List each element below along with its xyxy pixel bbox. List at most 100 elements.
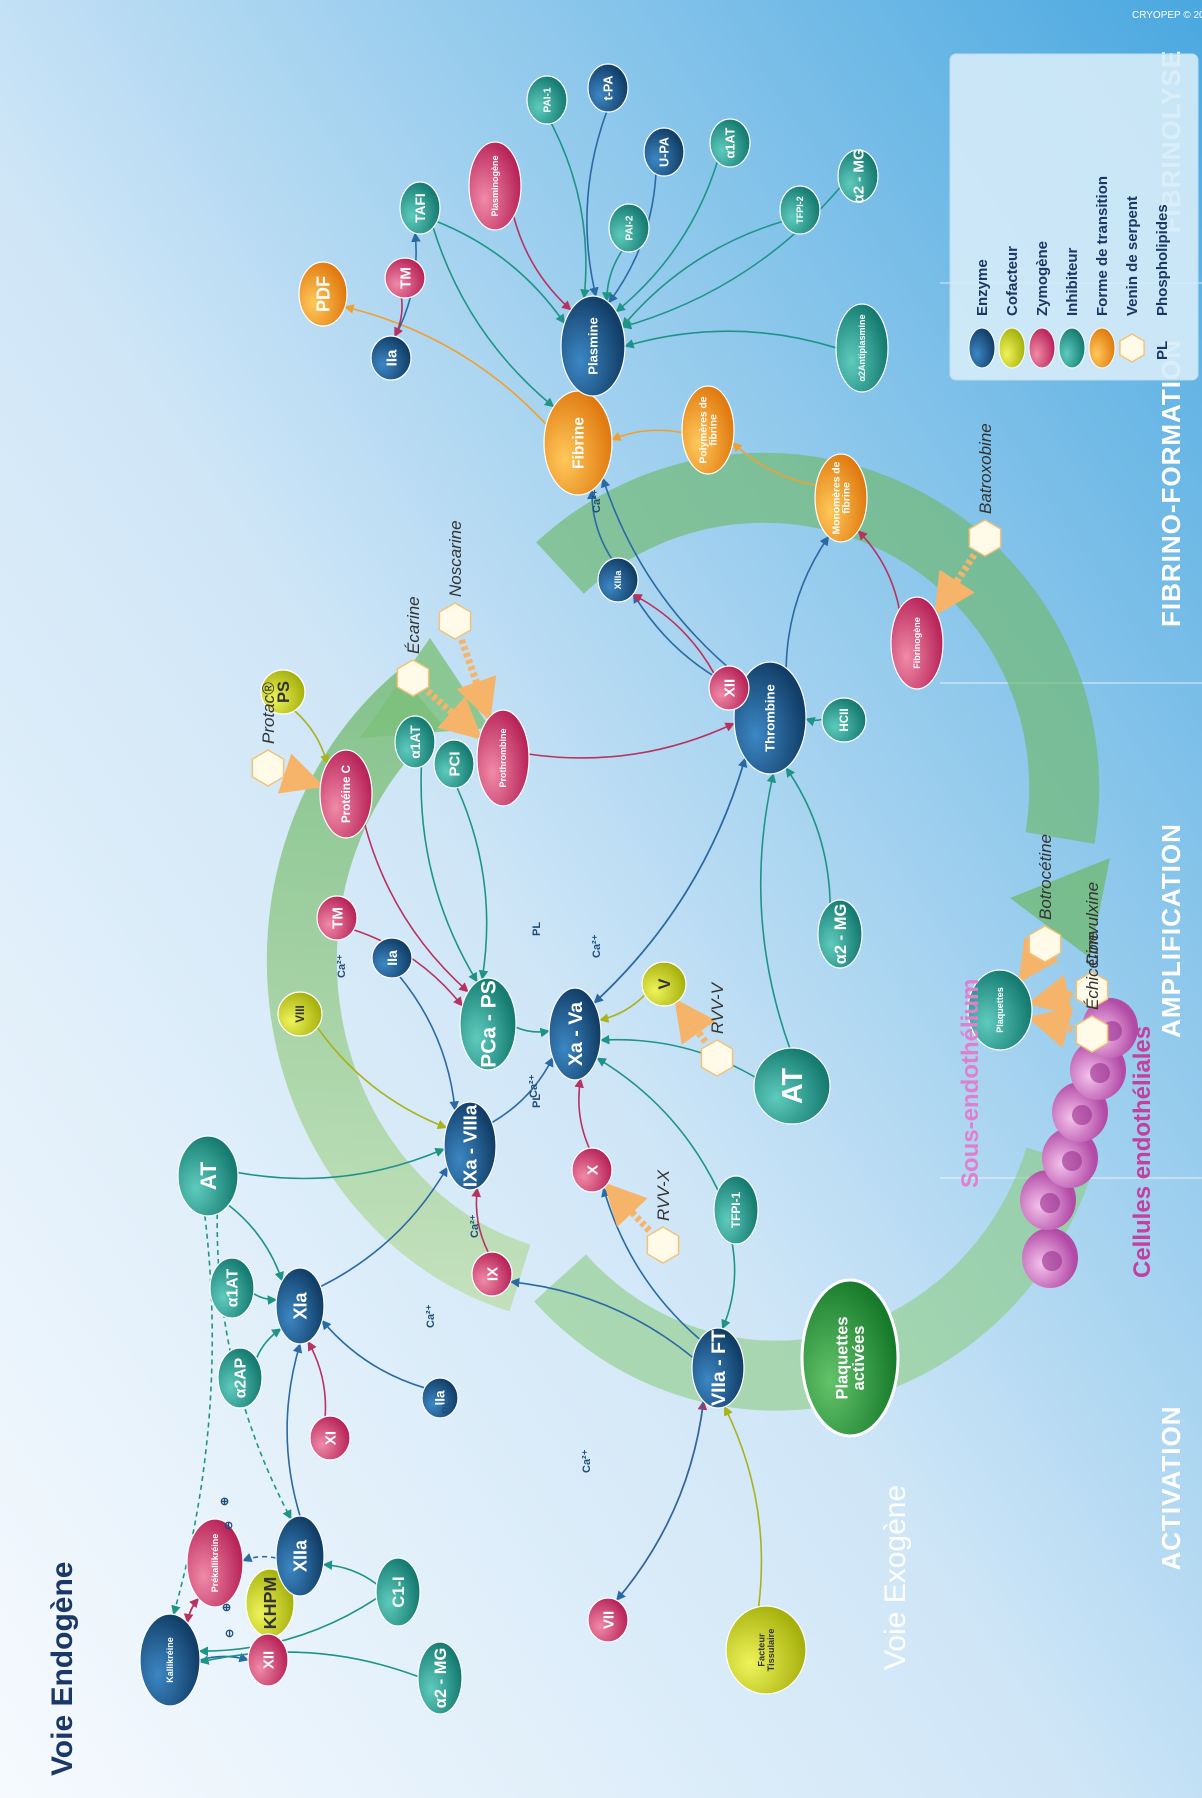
node-pai2: PAI-2 — [608, 203, 650, 253]
legend-item-inhibiteur: Inhibiteur — [1058, 248, 1086, 369]
node-a1at-a: α1AT — [209, 1257, 255, 1319]
node-label-plasminogene: Plasminogène — [490, 155, 500, 216]
legend-label: Enzyme — [974, 259, 991, 316]
annotation-minus: ⊖ — [224, 1629, 236, 1638]
edge-thrombine-to-fibrine — [600, 477, 745, 681]
edge-a1at_m-to-pca_ps — [420, 766, 478, 983]
node-tm-fib: TM — [384, 257, 426, 299]
edge-polymeres-to-fibrine — [611, 429, 683, 441]
node-pci: PCI — [433, 739, 475, 789]
node-label-plaquettes: Plaquettes — [995, 987, 1005, 1033]
edge-hcii-to-thrombine — [805, 717, 823, 727]
node-plaquettes-activees: Plaquettesactivées — [800, 1278, 900, 1438]
node-label-pci: PCI — [446, 751, 463, 776]
node-label-xiia-a: XIIa — [290, 1539, 310, 1572]
node-label-viia-ft: VIIa - FT — [708, 1330, 730, 1406]
node-label-monomeres: Monomères defibrine — [831, 461, 852, 534]
edge-ix-to-ixa_viiia — [471, 1187, 490, 1253]
node-ps: PS — [260, 669, 306, 715]
legend-label: Phospholipides — [1154, 204, 1171, 316]
node-label-a2ap: α2AP — [233, 1358, 250, 1398]
venom-batroxobine: Batroxobine — [968, 423, 1002, 557]
edge-at_top-to-kallikreine — [171, 1215, 214, 1616]
edge-proteine_c-to-pca_ps — [364, 824, 469, 993]
node-label-ix: IX — [484, 1267, 501, 1281]
venom-label-rvvx: RVV-X — [654, 1169, 673, 1221]
venom-botrocetine: Botrocétine — [1028, 834, 1062, 963]
node-xa-va: Xa - Va — [548, 987, 602, 1081]
node-facteur-tissulaire: FacteurTissulaire — [725, 1605, 807, 1695]
node-label-tfpi2: TFPI-2 — [795, 196, 805, 224]
venom-label-convulxine: Convulxine — [1083, 882, 1102, 966]
edge-pci-to-pca_ps — [456, 787, 489, 980]
edge-xii_f-to-xiiia — [632, 593, 715, 674]
node-label-iia-fib: IIa — [383, 349, 400, 366]
node-a2antiplasmine: α2Antiplasmine — [835, 303, 889, 393]
node-xi: XI — [309, 1415, 351, 1461]
node-xiia-a: XIIa — [275, 1515, 325, 1597]
node-proteine-c: Protéine C — [319, 749, 373, 839]
voie-exogene-label: Voie Exogène — [879, 1485, 912, 1670]
annotation-ca: Ca²⁺ — [528, 1074, 540, 1098]
venom-noscarine: Noscarine — [438, 520, 472, 640]
legend-item-zymog-ne: Zymogène — [1028, 241, 1056, 369]
edge-prothrombine-to-thrombine — [528, 722, 736, 759]
venom-label-noscarine: Noscarine — [446, 520, 465, 597]
edge-thrombine-to-monomeres — [785, 535, 830, 668]
edge-protac-to-proteine_c — [277, 753, 325, 794]
node-label-fibrinogene: Fibrinogène — [912, 617, 922, 669]
edge-at_mid-to-thrombine — [759, 772, 791, 1049]
node-fibrine: Fibrine — [543, 390, 613, 496]
node-tfpi2: TFPI-2 — [779, 185, 821, 235]
venom-protac: Protac® — [251, 682, 285, 787]
cellules-endotheliales-label: Cellules endothéliales — [1129, 1026, 1156, 1278]
endothelial-cells — [1020, 998, 1138, 1288]
legend-item-forme-de-transition: Forme de transition — [1088, 176, 1116, 369]
edge-tpa-to-plasmine — [586, 111, 608, 298]
node-at-top: AT — [177, 1135, 239, 1217]
edge-xia-to-ixa_viiia — [320, 1166, 448, 1288]
edge-pai2-to-plasmine — [602, 250, 623, 302]
venom-rvvv: RVV-V — [700, 981, 734, 1077]
annotation-pl: PL — [441, 1400, 453, 1414]
edge-ps-to-proteine_c — [294, 710, 330, 765]
node-tpa: t-PA — [587, 63, 629, 113]
node-polymeres: Polymères defibrine — [681, 385, 735, 475]
edge-thrombine-to-xa_va — [593, 758, 746, 1004]
node-label-polymeres: Polymères defibrine — [698, 396, 719, 463]
node-thrombine: Thrombine — [733, 661, 807, 775]
venom-label-rvvv: RVV-V — [708, 981, 727, 1034]
node-plasminogene: Plasminogène — [468, 141, 522, 231]
node-label-plaquettes-activees: Plaquettesactivées — [834, 1317, 868, 1400]
edge-tafi-to-fibrine — [432, 227, 555, 408]
edge-x-to-xa_va — [574, 1077, 591, 1149]
node-label-tm-fib: TM — [397, 267, 414, 289]
node-label-fibrine: Fibrine — [570, 417, 587, 469]
node-ix: IX — [471, 1251, 513, 1297]
edge-a2mg_m-to-thrombine — [785, 767, 831, 904]
node-xii-a: XII — [247, 1633, 289, 1687]
edge-xiiia-to-fibrine — [587, 489, 613, 560]
node-label-a2mg-a: α2 - MG — [432, 1648, 450, 1709]
legend-label: Venin de serpent — [1124, 196, 1141, 316]
node-label-pai1: PAI-1 — [543, 87, 554, 112]
node-label-at-top: AT — [196, 1162, 221, 1191]
page-title: Voie Endogène — [46, 1562, 79, 1776]
edge-echicetine-to-plaquettes — [1027, 1007, 1074, 1049]
venom-label-batroxobine: Batroxobine — [976, 423, 995, 514]
node-label-xiiia: XIIIa — [613, 570, 623, 590]
edge-monomeres-to-polymeres — [732, 442, 817, 487]
edge-fibrine-to-pdf — [344, 304, 547, 425]
endothelial-cell — [1022, 1228, 1078, 1288]
node-label-iia-mid: IIa — [384, 950, 400, 966]
edge-botrocetine-to-plaquettes — [1017, 936, 1060, 984]
node-xiiia: XIIIa — [597, 557, 639, 603]
venom-ecarine: Écarine — [396, 596, 430, 697]
edge-viii-to-ixa_viiia — [316, 1027, 448, 1130]
legend-pl-symbol: PL — [1154, 341, 1171, 360]
